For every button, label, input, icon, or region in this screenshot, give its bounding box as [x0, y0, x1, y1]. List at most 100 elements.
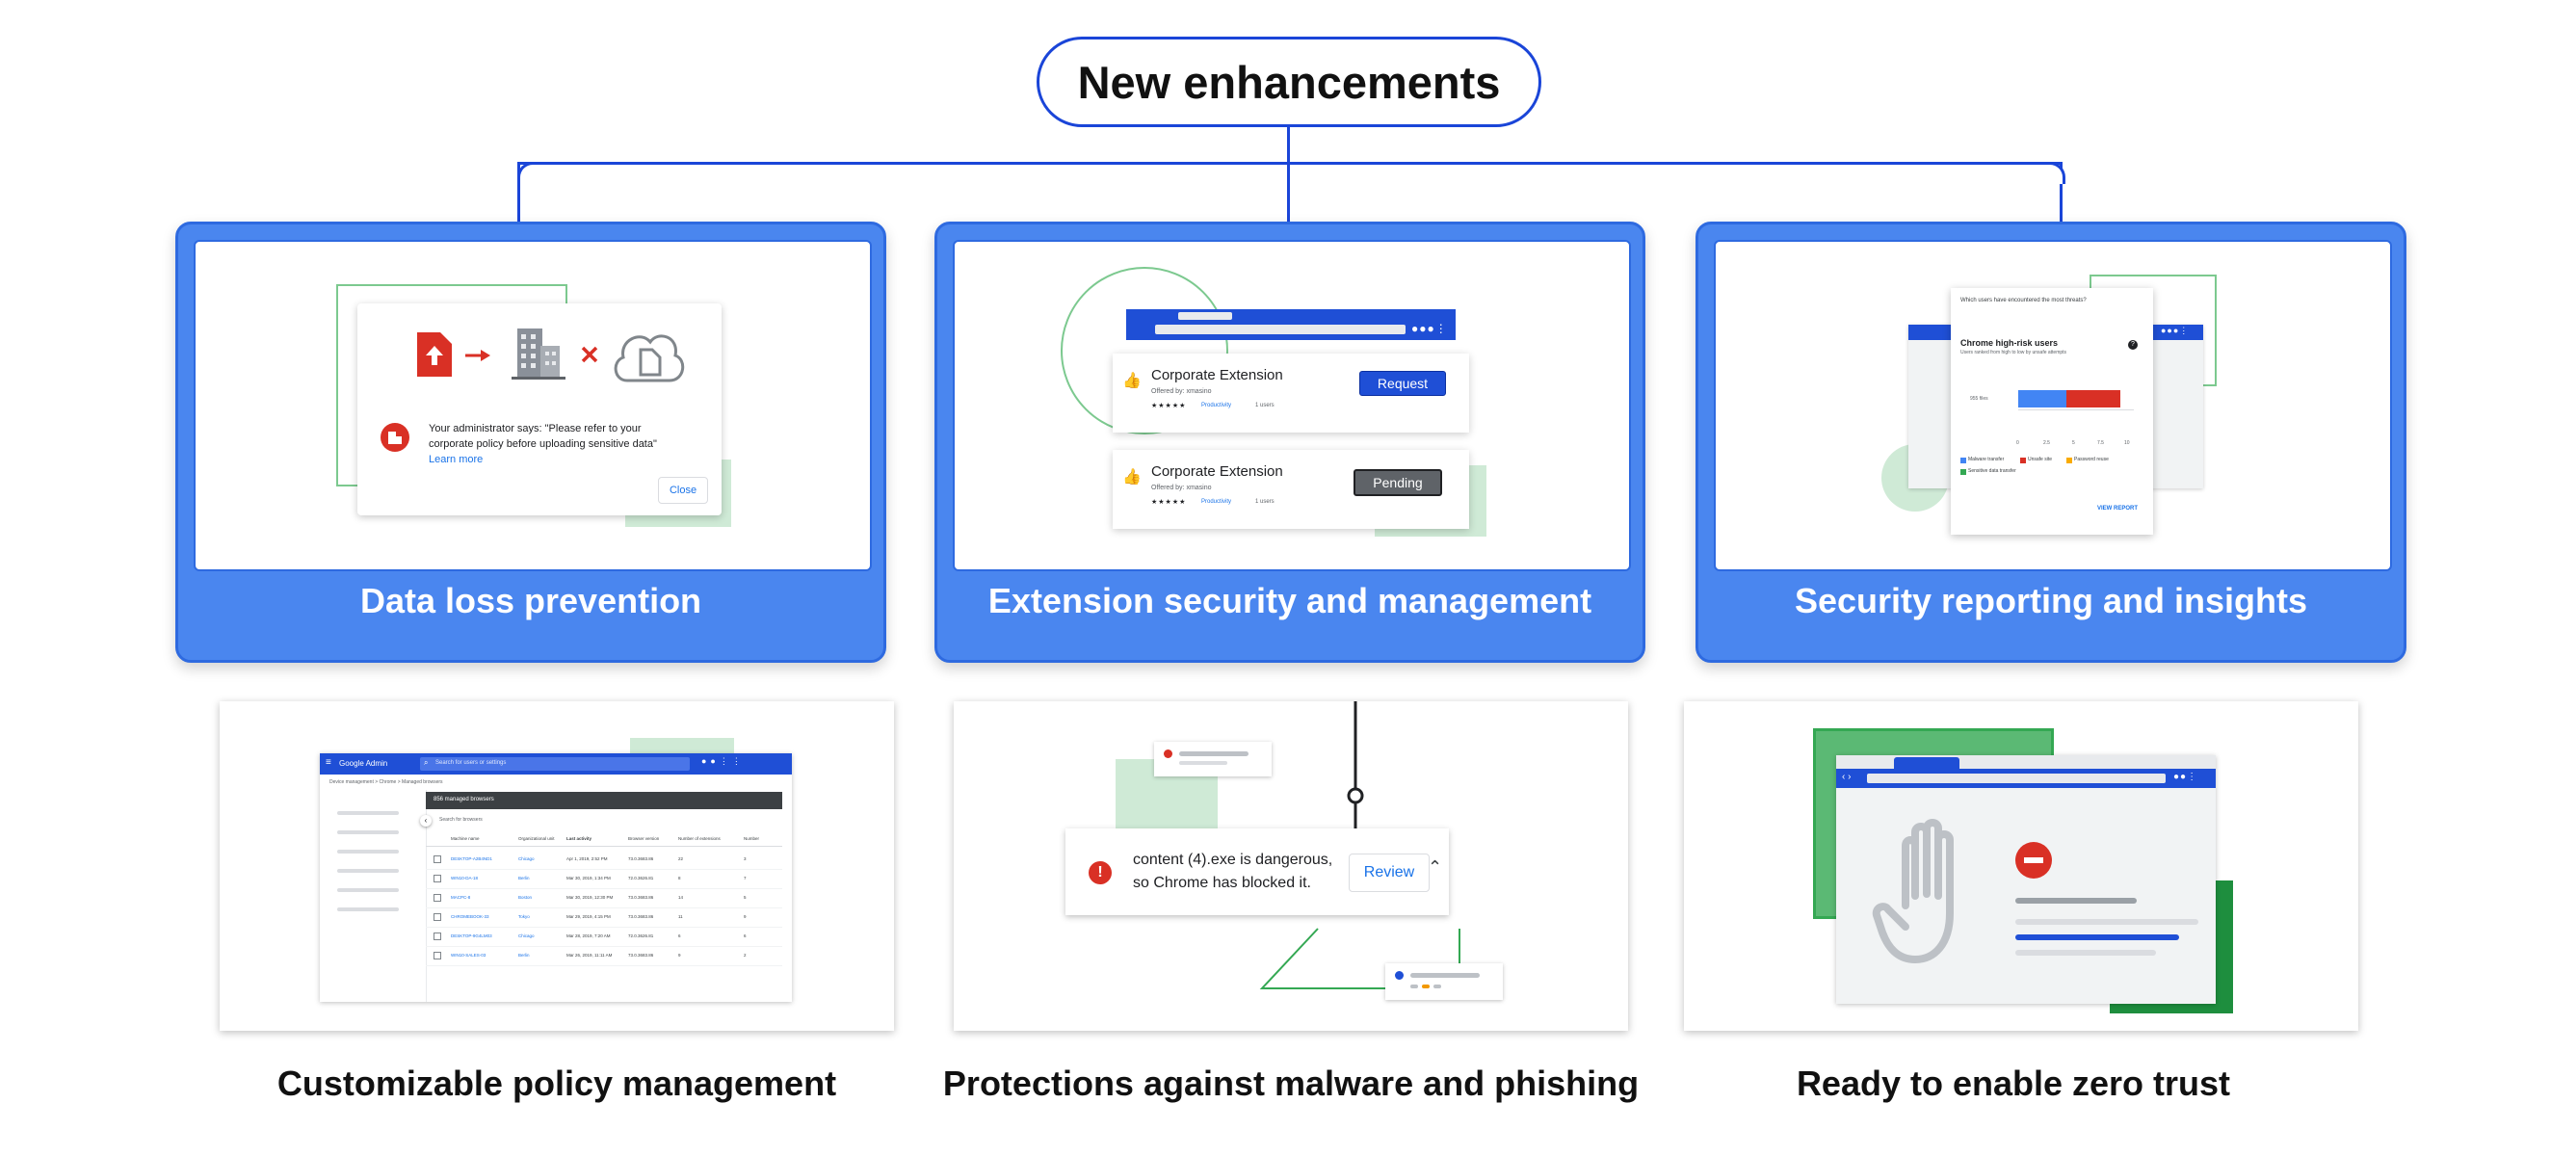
table-cell[interactable]: CHROMEBOOK-33 — [451, 914, 489, 919]
col-header[interactable]: Number of extensions — [678, 836, 721, 841]
blocked-x-icon — [581, 346, 598, 363]
table-cell[interactable]: WIN10-SALES-03 — [451, 953, 486, 958]
table-cell: 8 — [678, 876, 681, 880]
extension-category: Productivity — [1201, 403, 1232, 408]
text-placeholder — [1410, 973, 1480, 978]
review-button[interactable]: Review — [1349, 854, 1430, 892]
col-header[interactable]: Last activity — [566, 836, 592, 841]
notification-card — [1154, 742, 1272, 776]
table-cell[interactable]: Tokyo — [518, 914, 530, 919]
browser-menu-icon[interactable]: ●●●⋮ — [1411, 322, 1448, 335]
table-cell: 73.0.3683.86 — [628, 856, 654, 861]
text-placeholder — [2015, 950, 2156, 956]
error-dot — [1164, 749, 1172, 758]
table-cell[interactable]: WIN10-DA-18 — [451, 876, 479, 880]
download-message-line1: content (4).exe is dangerous, — [1133, 852, 1333, 868]
download-message-line2: so Chrome has blocked it. — [1133, 875, 1311, 891]
card-illustration: Your administrator says: "Please refer t… — [194, 240, 872, 571]
request-button[interactable]: Request — [1359, 371, 1446, 396]
nav-arrows-icon[interactable]: ‹ › — [1842, 772, 1852, 782]
table-row[interactable]: WIN10-SALES-03 Berlin Mar 26, 2019, 11:11 … — [426, 946, 782, 966]
sidebar-item[interactable] — [337, 811, 399, 815]
block-icon — [2015, 842, 2052, 879]
table-cell[interactable]: Berlin — [518, 953, 530, 958]
table-cell: 7 — [744, 876, 747, 880]
row-checkbox[interactable] — [434, 913, 441, 921]
sidebar-item[interactable] — [337, 869, 399, 873]
pending-button[interactable]: Pending — [1354, 469, 1442, 496]
address-bar[interactable] — [1867, 774, 2166, 783]
browser-tab[interactable] — [1894, 757, 1959, 769]
text-placeholder — [1179, 751, 1249, 756]
table-cell[interactable]: Boston — [518, 895, 533, 900]
connector-left — [517, 162, 520, 223]
help-icon[interactable]: ? — [2128, 340, 2138, 350]
breadcrumb: Device management > Chrome > Managed bro… — [329, 779, 443, 785]
title-pill: New enhancements — [1037, 37, 1541, 127]
page-title: New enhancements — [1077, 56, 1501, 108]
table-cell[interactable]: DESKTOP-A2B4ND1 — [451, 856, 492, 861]
sidebar-item[interactable] — [337, 907, 399, 911]
learn-more-link[interactable]: Learn more — [429, 454, 484, 465]
card-extension-security: ●●●⋮ 👍 Corporate Extension Offered by: x… — [934, 222, 1645, 663]
row-checkbox[interactable] — [434, 875, 441, 882]
extension-users: 1 users — [1255, 403, 1275, 408]
table-cell: 72.0.3626.81 — [628, 876, 654, 880]
text-placeholder — [2015, 919, 2198, 925]
table-cell: 3 — [744, 856, 747, 861]
row-checkbox[interactable] — [434, 933, 441, 940]
browser-menu-icon[interactable]: ●●●⋮ — [2161, 326, 2190, 335]
table-cell: 11 — [678, 914, 683, 919]
feature-zero-trust: ‹ › ●●⋮ — [1684, 701, 2358, 1031]
legend-label: Sensitive data transfer — [1968, 468, 2016, 474]
menu-icon[interactable]: ≡ — [326, 757, 331, 768]
collapse-icon[interactable]: ‹ — [420, 815, 432, 827]
col-header[interactable]: Number — [744, 836, 760, 841]
table-cell: 6 — [744, 933, 747, 938]
topbar-icons[interactable]: ●●⋮⋮ — [701, 756, 745, 766]
row-checkbox[interactable] — [434, 855, 441, 863]
browser-toolbar: ‹ › ●●⋮ — [1836, 769, 2216, 788]
col-header[interactable]: Machine name — [451, 836, 480, 841]
feature-policy-management: ≡ Google Admin ⌕ Search for users or set… — [220, 701, 894, 1031]
browser-menu-icon[interactable]: ●●⋮ — [2173, 772, 2198, 782]
sidebar — [320, 790, 427, 1002]
close-button[interactable]: Close — [658, 477, 708, 504]
link-placeholder[interactable] — [2015, 934, 2179, 940]
sidebar-item[interactable] — [337, 888, 399, 892]
dlp-message: Your administrator says: "Please refer t… — [429, 423, 657, 450]
table-cell: Mar 29, 2019, 4:15 PM — [566, 914, 611, 919]
col-header[interactable]: Organizational unit — [518, 836, 555, 841]
row-label: 955 files — [1970, 396, 1988, 402]
sidebar-item[interactable] — [337, 830, 399, 834]
table-cell: Mar 26, 2019, 11:11 AM — [566, 953, 613, 958]
table-cell[interactable]: Chicago — [518, 856, 535, 861]
report-panel: Which users have encountered the most th… — [1951, 288, 2153, 535]
search-placeholder: Search for users or settings — [435, 760, 507, 766]
extension-offered-by: Offered by: xmasino — [1151, 485, 1212, 491]
table-cell[interactable]: Chicago — [518, 933, 535, 938]
table-filter[interactable]: Search for browsers — [439, 817, 483, 823]
table-cell[interactable]: MACPC-8 — [451, 895, 471, 900]
extension-offered-by: Offered by: xmasino — [1151, 388, 1212, 395]
table-cell[interactable]: Berlin — [518, 876, 530, 880]
admin-search[interactable]: ⌕ Search for users or settings — [420, 757, 690, 771]
chevron-up-icon[interactable]: ⌃ — [1428, 857, 1443, 877]
view-report-link[interactable]: VIEW REPORT — [2097, 506, 2139, 512]
extension-users: 1 users — [1255, 499, 1275, 505]
sidebar-item[interactable] — [337, 850, 399, 854]
table-cell[interactable]: DESKTOP-9G4LM03 — [451, 933, 492, 938]
card-illustration: ●●●⋮ Which users have encountered the mo… — [1714, 240, 2392, 571]
table-cell: 9 — [744, 914, 747, 919]
card-label: Extension security and management — [987, 581, 1592, 620]
row-checkbox[interactable] — [434, 952, 441, 959]
legend-swatch-malware — [1960, 458, 1966, 463]
row-checkbox[interactable] — [434, 894, 441, 902]
col-header[interactable]: Browser version — [628, 836, 660, 841]
text-placeholder — [1433, 985, 1441, 988]
